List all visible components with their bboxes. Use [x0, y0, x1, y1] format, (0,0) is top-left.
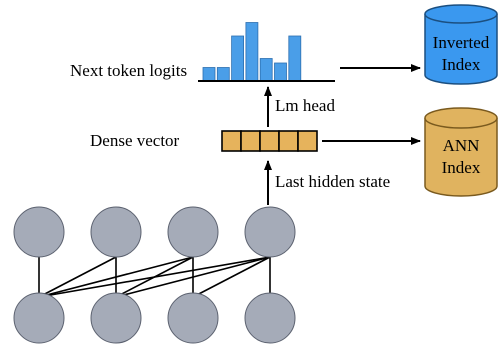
neurons: [13, 206, 296, 344]
connection: [38, 256, 194, 298]
connection: [38, 256, 117, 298]
logit-bar: [245, 22, 259, 82]
ann-index-top: [424, 107, 498, 129]
input-neuron: [167, 292, 219, 344]
connection: [115, 256, 271, 298]
network-connections: [38, 256, 271, 298]
dense-vector-cell: [221, 130, 242, 152]
logit-bar: [288, 35, 302, 82]
dense-vector-cell: [297, 130, 318, 152]
ann-index-label-line1: ANN: [443, 136, 480, 155]
input-neuron: [13, 292, 65, 344]
dense-vector-label: Dense vector: [90, 131, 180, 150]
inverted-index-body: [424, 14, 498, 85]
ann-index-label-line2: Index: [442, 158, 481, 177]
logit-bar: [231, 35, 245, 82]
logit-bars: [202, 22, 302, 82]
lm-head-label: Lm head: [275, 96, 335, 115]
logit-bar: [259, 58, 273, 82]
inverted-index-cylinder: Inverted Index: [424, 4, 498, 85]
input-neuron: [90, 292, 142, 344]
connection: [38, 256, 271, 298]
dense-vector-cell: [240, 130, 261, 152]
ann-index-cylinder: ANN Index: [424, 107, 498, 197]
inverted-index-top: [424, 4, 498, 24]
hidden-neuron: [244, 206, 296, 258]
logit-bar: [274, 62, 287, 82]
dense-vector: [221, 130, 318, 152]
logit-bar: [202, 67, 216, 82]
dense-vector-cell: [278, 130, 299, 152]
inverted-index-label-line2: Index: [442, 55, 481, 74]
logit-bar: [216, 67, 230, 82]
ann-index-body: [424, 118, 498, 197]
next-token-logits-label: Next token logits: [70, 61, 187, 80]
last-hidden-state-label: Last hidden state: [275, 172, 390, 191]
dense-vector-cell: [259, 130, 280, 152]
hidden-neuron: [90, 206, 142, 258]
connection: [192, 256, 271, 298]
hidden-neuron: [167, 206, 219, 258]
hidden-neuron: [13, 206, 65, 258]
inverted-index-label-line1: Inverted: [433, 33, 490, 52]
input-neuron: [244, 292, 296, 344]
